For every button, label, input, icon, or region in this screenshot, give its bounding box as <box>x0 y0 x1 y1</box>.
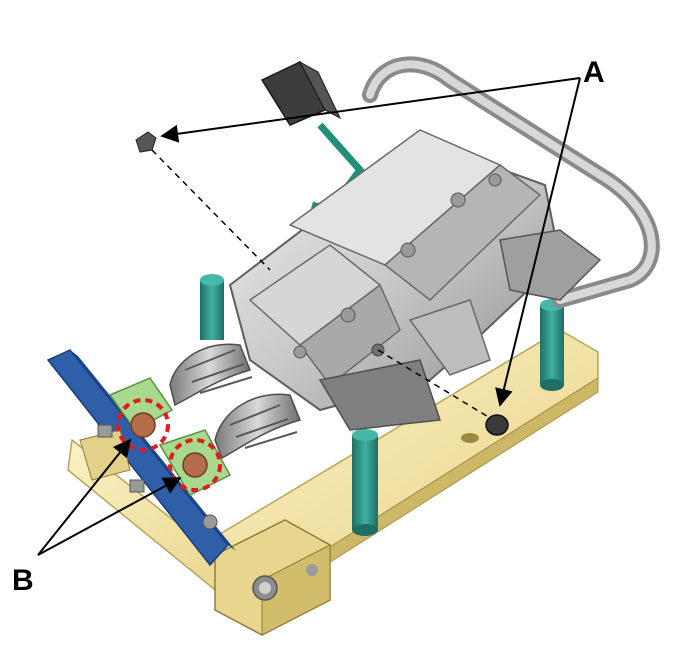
callout-label-b: B <box>12 564 34 597</box>
marker-circle <box>116 398 170 452</box>
leader-arrow <box>495 77 581 407</box>
actuator-body <box>228 129 602 431</box>
marker-circle <box>168 438 222 492</box>
support-post <box>200 274 224 340</box>
mounting-bracket <box>46 349 236 567</box>
alignment-line <box>151 149 271 271</box>
callout-label-a: A <box>583 56 605 89</box>
support-post <box>540 299 564 391</box>
support-post <box>352 429 378 536</box>
clip-part <box>135 131 157 153</box>
clamp-block <box>214 519 331 636</box>
tube-loop <box>362 56 660 308</box>
pin-hole <box>485 414 509 436</box>
leader-arrow <box>37 438 132 556</box>
leader-arrow <box>160 77 581 143</box>
boot-right <box>214 393 302 460</box>
leader-arrow <box>37 477 182 556</box>
boot-left <box>169 343 253 407</box>
mount-pad <box>108 377 174 438</box>
